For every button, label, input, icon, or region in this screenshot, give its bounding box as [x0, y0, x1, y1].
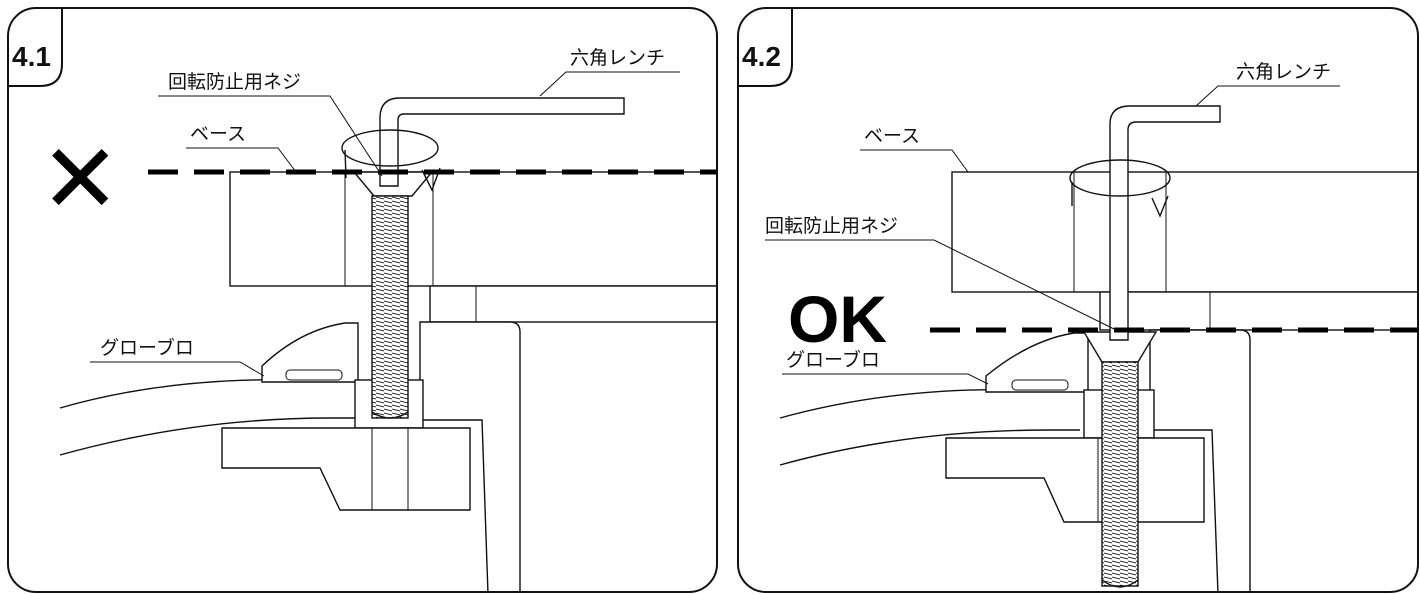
glove-port-label: グローブロ	[786, 348, 880, 371]
mounting-plate	[429, 285, 717, 323]
glove-port-leader	[90, 361, 265, 377]
clamp-block	[221, 427, 471, 511]
base-label: ベース	[190, 123, 246, 145]
step-number: 4.1	[12, 41, 51, 72]
step-number: 4.2	[742, 41, 781, 72]
screw-leader	[765, 239, 1117, 331]
base-block	[229, 171, 717, 287]
glove-port-leader	[782, 373, 989, 385]
panel-4-1-drawing	[59, 71, 717, 592]
mounting-plate	[1099, 291, 1418, 331]
step-tab	[8, 8, 63, 87]
glove-port-flange	[261, 322, 359, 383]
panel-4-2-drawing	[765, 85, 1418, 592]
screw-thread	[371, 195, 409, 419]
glove-port-label: グローブロ	[100, 336, 194, 359]
screw-thread	[1101, 361, 1139, 587]
vertical-rail	[419, 321, 521, 592]
screw-label: 回転防止用ネジ	[765, 215, 898, 237]
wrench-leader	[1195, 85, 1340, 107]
screw-label: 回転防止用ネジ	[168, 71, 301, 93]
glove-port-upper-curve	[59, 378, 355, 409]
base-block	[951, 171, 1418, 293]
step-tab	[738, 8, 793, 87]
hex-wrench	[379, 97, 625, 187]
base-label: ベース	[864, 125, 920, 147]
panel-4-2: 4.2 六角レンチ ベース 回転防止用ネジ グローブロ OK	[737, 7, 1419, 593]
screw-leader	[158, 95, 383, 177]
panel-frame	[7, 7, 718, 593]
panel-4-1: 4.1 回転防止用ネジ 六角レンチ ベース グローブロ ✕	[7, 7, 718, 593]
rotation-arrow	[1069, 159, 1171, 197]
glove-port-lower-curve	[59, 417, 355, 456]
wrench-leader	[539, 71, 680, 97]
verdict-mark: ✕	[40, 123, 120, 235]
wrench-label: 六角レンチ	[570, 47, 665, 69]
base-leader	[860, 149, 969, 173]
hex-wrench	[1109, 105, 1221, 341]
verdict-mark: OK	[788, 282, 887, 356]
clamp-block	[945, 437, 1205, 523]
base-leader	[186, 147, 297, 173]
vertical-rail	[1149, 329, 1251, 592]
rotation-arrow	[341, 129, 439, 167]
glove-port-flange	[985, 332, 1089, 393]
wrench-label: 六角レンチ	[1236, 61, 1331, 83]
panel-frame	[737, 7, 1419, 593]
